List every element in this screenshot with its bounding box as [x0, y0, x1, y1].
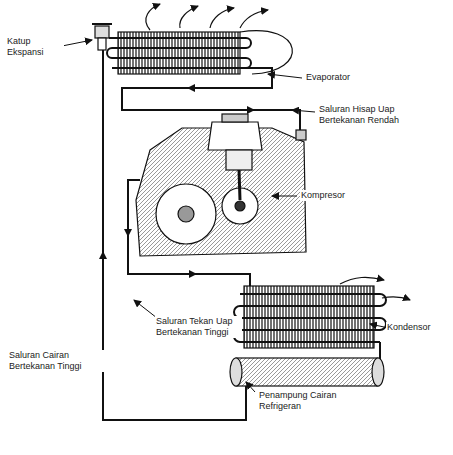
receiver-tank	[230, 358, 384, 386]
condenser-coil	[234, 277, 410, 360]
component-label: Evaporator	[305, 72, 351, 83]
liquid-line	[103, 50, 246, 420]
suction-line	[122, 68, 300, 132]
leader-lines	[62, 40, 384, 392]
component-label: Saluran Hisap Uap Bertekanan Rendah	[318, 104, 420, 126]
expansion-valve	[92, 24, 118, 50]
component-label: Katup Ekspansi	[6, 36, 64, 58]
compressor	[136, 114, 306, 256]
discharge-line	[128, 180, 250, 288]
component-label: Saluran Cairan Bertekanan Tinggi	[8, 350, 110, 372]
component-label: Kompresor	[300, 190, 346, 201]
component-label: Saluran Tekan Uap Bertekanan Tinggi	[155, 316, 242, 338]
component-label: Kondensor	[386, 322, 432, 333]
component-label: Penampung Cairan Refrigeran	[258, 390, 355, 412]
